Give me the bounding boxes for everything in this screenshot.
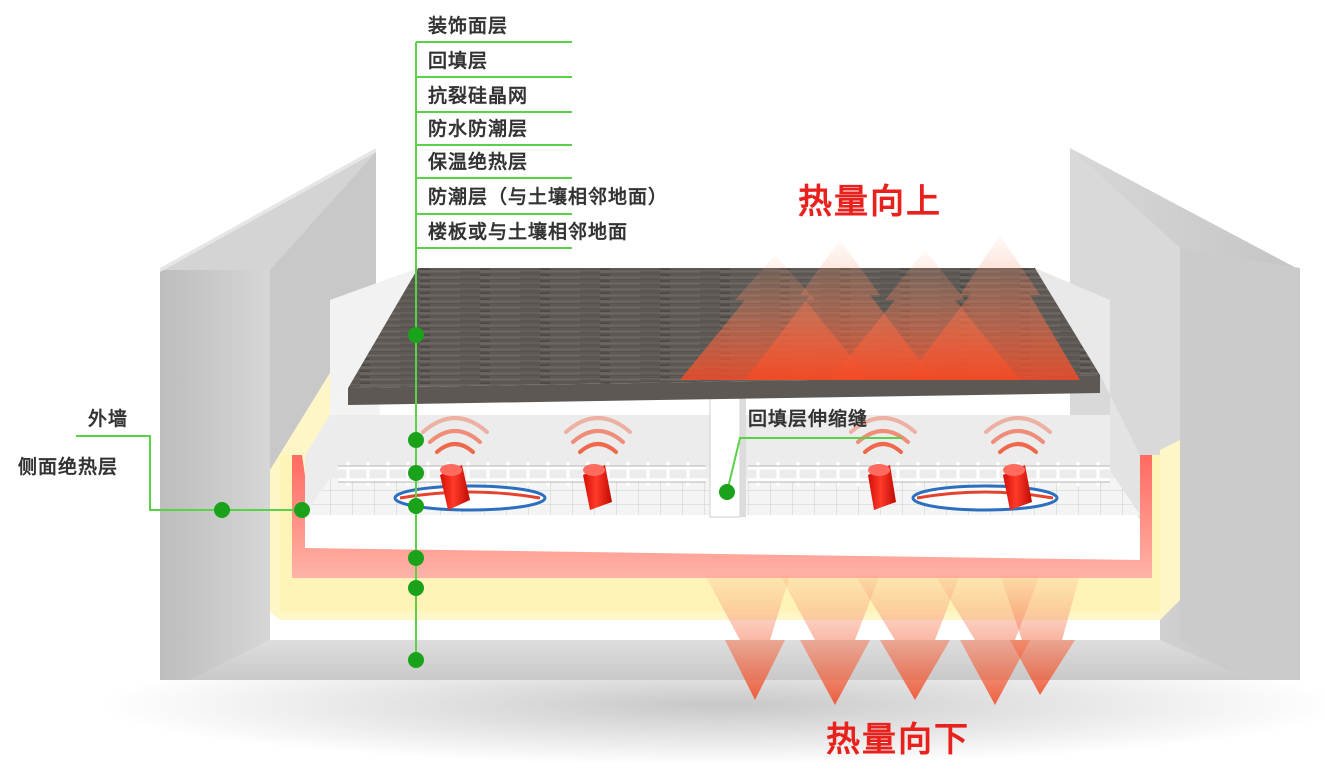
heating-pipe (1003, 464, 1032, 510)
label-floor-slab: 楼板或与土壤相邻地面 (428, 221, 629, 243)
label-expansion-joint: 回填层伸缩缝 (748, 408, 869, 430)
board-print-right (911, 484, 1059, 512)
label-side-insulation: 侧面绝热层 (18, 456, 119, 478)
label-insulation-layer: 保温绝热层 (428, 151, 529, 173)
label-outer-wall: 外墙 (88, 408, 129, 430)
heating-pipe (440, 464, 470, 510)
heat-arrow-down-icon (705, 575, 1080, 705)
heat-wave-icon (564, 416, 632, 454)
label-crack-mesh: 抗裂硅晶网 (428, 85, 529, 107)
heating-pipe (583, 464, 612, 510)
heating-pipe (868, 464, 896, 510)
leader-dots (214, 327, 735, 668)
heat-arrow-up-icon (680, 235, 1080, 380)
label-moisture-layer: 防潮层（与土壤相邻地面） (428, 186, 669, 208)
label-backfill-layer: 回填层 (428, 50, 489, 72)
label-decor-layer: 装饰面层 (428, 15, 509, 37)
heat-wave-icon (421, 416, 489, 454)
label-heat-up: 热量向上 (798, 182, 942, 222)
heat-wave-icon (984, 416, 1052, 454)
label-waterproof-layer: 防水防潮层 (428, 118, 529, 140)
label-heat-down: 热量向下 (826, 720, 970, 760)
base-slab (190, 640, 1250, 680)
